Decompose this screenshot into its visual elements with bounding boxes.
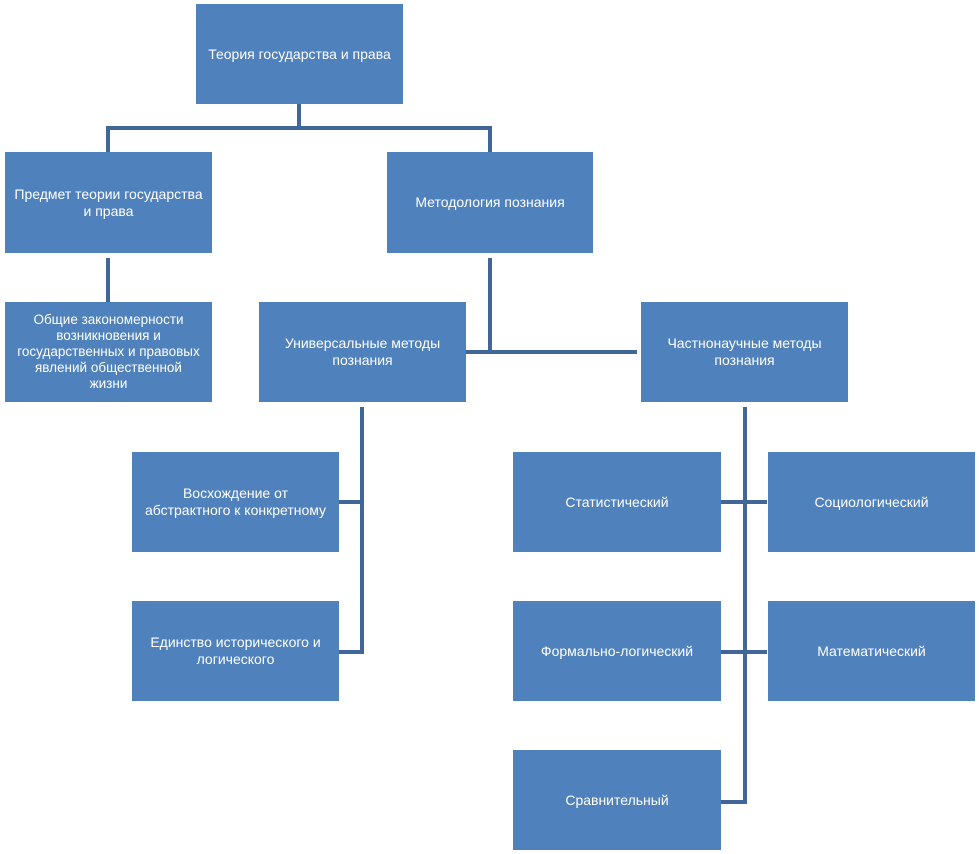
node-label: Статистический bbox=[565, 493, 669, 510]
node-label: Восхождение от абстрактного к конкретном… bbox=[144, 485, 327, 518]
node-mathematical: Математический bbox=[768, 601, 975, 701]
connector-universal-to-children bbox=[339, 407, 364, 654]
node-ascent-abstract-to-concrete: Восхождение от абстрактного к конкретном… bbox=[132, 452, 339, 552]
node-unity-historical-logical: Единство исторического и логического bbox=[132, 601, 339, 701]
node-label: Универсальные методы познания bbox=[284, 335, 441, 368]
connector-special-to-children bbox=[721, 407, 767, 804]
node-special-scientific-methods: Частнонаучные методы познания bbox=[641, 302, 848, 402]
node-general-regularities: Общие закономерности возникновения и гос… bbox=[5, 302, 212, 402]
node-label: Методология познания bbox=[415, 194, 565, 210]
node-label: Частнонаучные методы познания bbox=[667, 335, 822, 368]
node-universal-methods: Универсальные методы познания bbox=[259, 302, 466, 402]
node-label: Сравнительный bbox=[565, 791, 669, 808]
node-label: Формально-логический bbox=[540, 642, 694, 659]
node-methodology-of-cognition: Методология познания bbox=[387, 152, 593, 253]
node-label: Предмет теории государства и права bbox=[14, 185, 203, 219]
node-label: Социологический bbox=[814, 493, 929, 510]
node-label: Общие закономерности возникновения и гос… bbox=[17, 312, 200, 391]
node-comparative: Сравнительный bbox=[513, 750, 721, 850]
node-label: Математический bbox=[817, 642, 926, 659]
connector-root-to-level2 bbox=[106, 104, 492, 152]
node-statistical: Статистический bbox=[513, 452, 721, 552]
node-theory-of-state-and-law: Теория государства и права bbox=[196, 4, 403, 104]
node-label: Единство исторического и логического bbox=[150, 634, 321, 667]
node-subject-of-theory: Предмет теории государства и права bbox=[5, 152, 212, 253]
node-label: Теория государства и права bbox=[208, 45, 391, 62]
node-formal-logical: Формально-логический bbox=[513, 601, 721, 701]
connector-methodology-to-methods bbox=[466, 258, 637, 354]
node-sociological: Социологический bbox=[768, 452, 975, 552]
